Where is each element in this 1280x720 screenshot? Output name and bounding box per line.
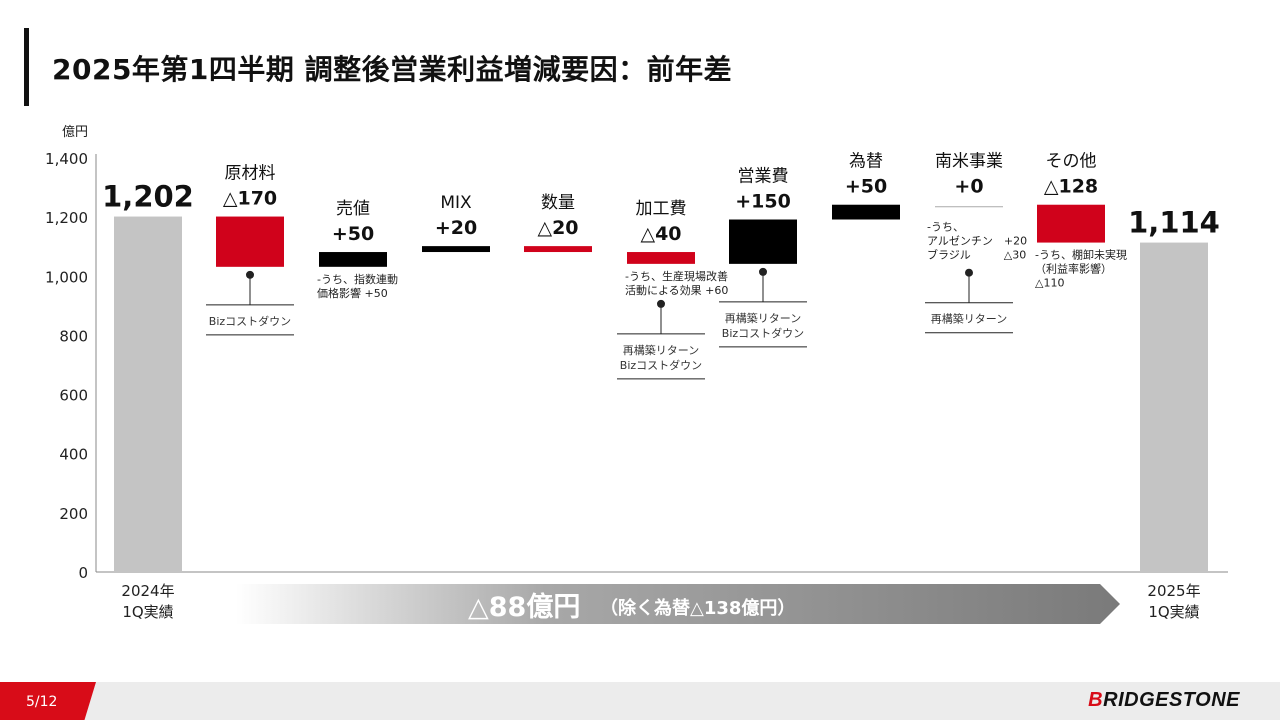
bar-note-text: △110	[1035, 277, 1064, 290]
change-value-label: △40	[640, 223, 681, 245]
factor-name-label: 加工費	[636, 199, 687, 219]
bar-total	[114, 216, 182, 572]
category-label: 2025年	[1147, 582, 1200, 600]
factor-name-label: 営業費	[738, 167, 789, 187]
bar-change	[627, 252, 695, 264]
change-value-label: △170	[223, 188, 277, 210]
y-tick-label: 1,200	[45, 209, 88, 227]
bar-change	[832, 204, 900, 220]
category-label: 1Q実績	[1148, 603, 1199, 621]
y-tick-label: 0	[78, 564, 88, 582]
bar-note-text: ブラジル △30	[927, 248, 1026, 262]
waterfall-chart: 億円 0 200 400 600 800 1,000 1,200 1,400 1,202 2024…	[45, 124, 1228, 624]
factor-name-label: 数量	[541, 193, 575, 213]
callout-text: 再構築リターン	[931, 312, 1007, 326]
bar-change	[1037, 204, 1105, 243]
callout-text: Bizコストダウン	[722, 326, 804, 340]
y-tick-label: 1,000	[45, 268, 88, 286]
bar-note-text: -うち、	[927, 221, 964, 234]
total-value-label: 1,114	[1128, 206, 1220, 240]
factor-name-label: 南米事業	[935, 152, 1003, 172]
callout-text: 再構築リターン	[725, 311, 801, 325]
title-accent-bar	[24, 28, 29, 106]
summary-arrow	[236, 584, 1120, 624]
y-tick-label: 600	[59, 387, 88, 405]
callout-text: 再構築リターン	[623, 343, 699, 357]
page-number: 5/12	[26, 694, 58, 710]
y-tick-label: 400	[59, 446, 88, 464]
change-value-label: +0	[954, 176, 983, 198]
change-value-label: +50	[332, 223, 374, 245]
change-value-label: △128	[1044, 176, 1098, 198]
bar-change	[422, 246, 490, 253]
change-value-label: +50	[845, 176, 887, 198]
bar-note-text: 価格影響 +50	[317, 286, 388, 300]
page-number-tab	[0, 682, 96, 720]
bar-change	[319, 252, 387, 267]
bridgestone-logo: BRIDGESTONE	[1088, 689, 1240, 711]
footer-bar	[0, 682, 1280, 720]
change-value-label: +20	[435, 217, 477, 239]
y-tick-label: 800	[59, 327, 88, 345]
callout-text: Bizコストダウン	[620, 358, 702, 372]
bar-note-text: 活動による効果 +60	[625, 283, 728, 297]
bar-note-text: -うち、指数連動	[317, 272, 398, 286]
category-label: 2024年	[121, 582, 174, 600]
y-tick-label: 1,400	[45, 150, 88, 168]
factor-name-label: 為替	[849, 152, 883, 172]
y-tick-label: 200	[59, 505, 88, 523]
total-value-label: 1,202	[102, 180, 194, 214]
change-value-label: +150	[735, 191, 791, 213]
page-title: 2025年第1四半期 調整後営業利益増減要因：前年差	[52, 53, 733, 86]
bar-note-text: アルゼンチン +20	[927, 235, 1027, 248]
factor-name-label: 売値	[336, 199, 370, 219]
factor-name-label: 原材料	[225, 164, 276, 184]
bar-change	[524, 246, 592, 253]
summary-main-text: △88億円	[468, 592, 580, 623]
category-label: 1Q実績	[122, 603, 173, 621]
callout-text: Bizコストダウン	[209, 314, 291, 328]
bar-total	[1140, 242, 1208, 572]
factor-name-label: MIX	[440, 193, 472, 213]
change-value-label: △20	[537, 217, 578, 239]
bar-note-text: （利益率影響）	[1035, 262, 1112, 276]
bar-change	[216, 216, 284, 267]
summary-sub-text: （除く為替△138億円）	[600, 597, 795, 619]
bar-change	[729, 219, 797, 264]
y-axis-unit-label: 億円	[62, 124, 88, 140]
factor-name-label: その他	[1046, 152, 1097, 172]
bar-note-text: -うち、生産現場改善	[625, 269, 728, 283]
bar-note-text: -うち、棚卸未実現	[1035, 248, 1127, 262]
